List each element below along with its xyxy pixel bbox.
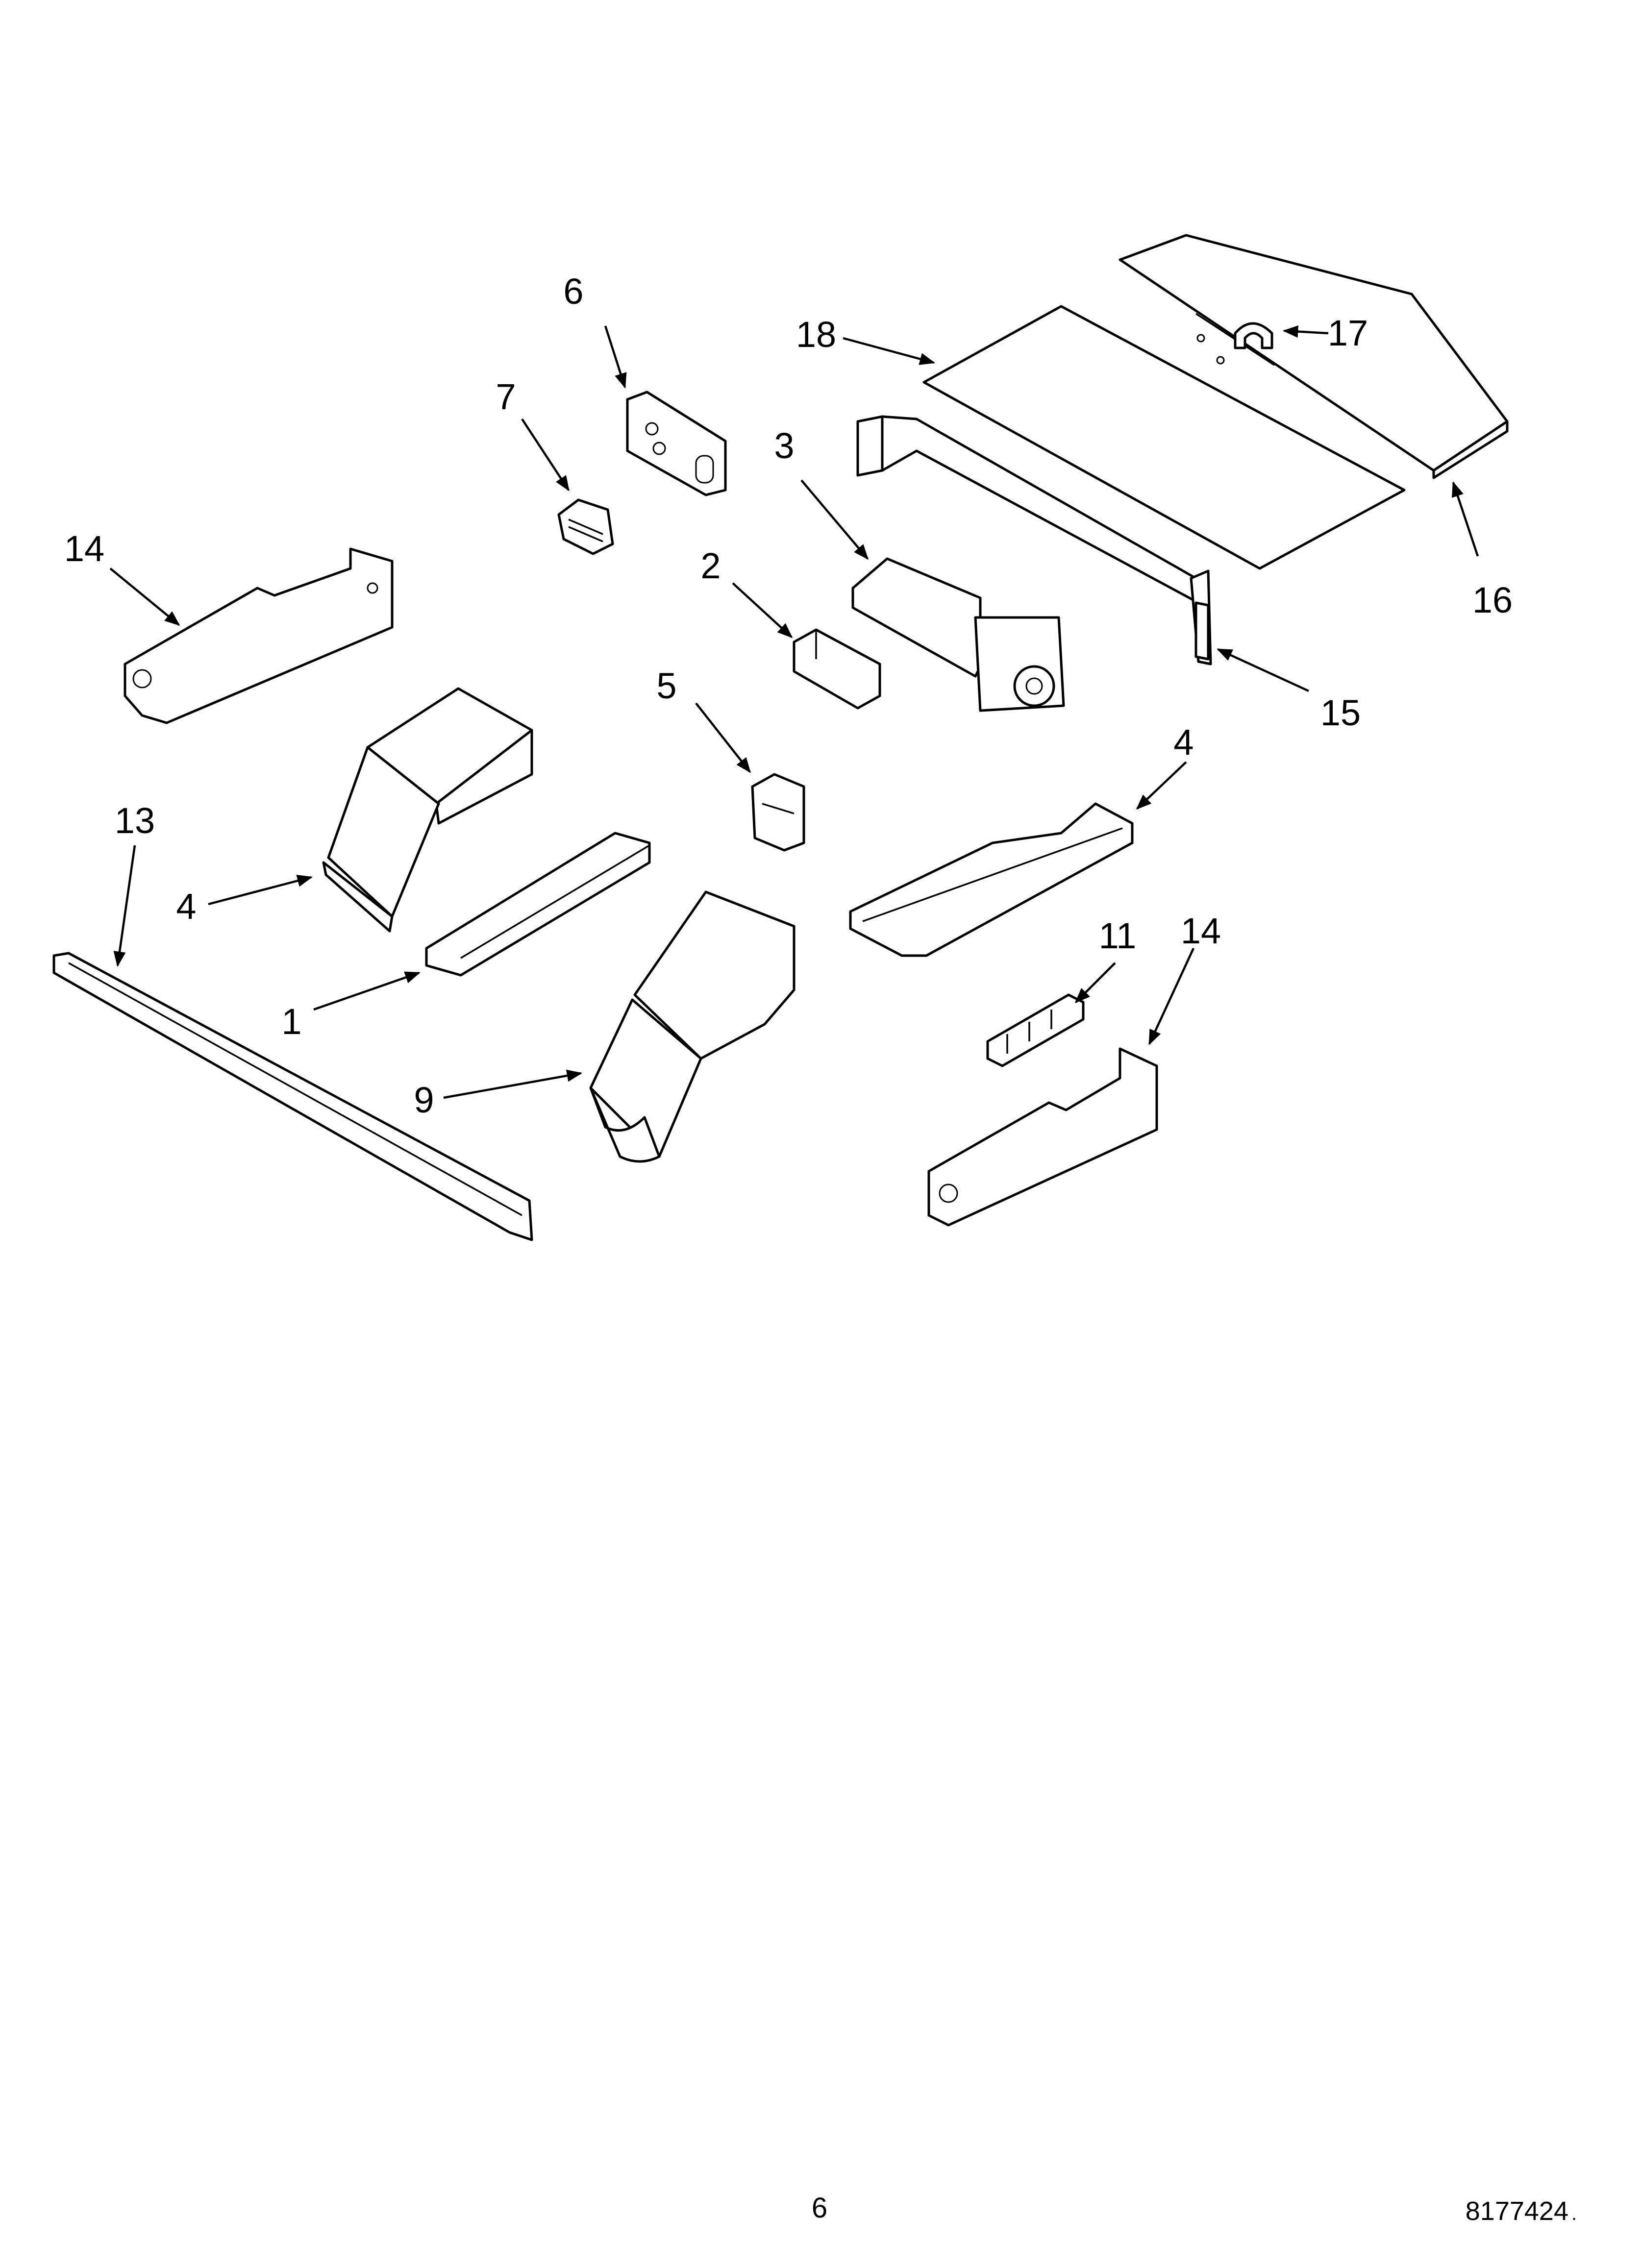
part-7-mounting-plate [849,802,1134,957]
callout-16: 16 [1472,580,1513,620]
callout-8: 9 [414,1080,434,1120]
callout-15: 15 [1320,692,1361,733]
callout-5: 5 [656,666,676,706]
leader-17 [1282,325,1329,338]
callout-14-right: 14 [1181,911,1221,951]
leader-7 [1136,761,1187,810]
callout-1: 1 [281,1001,301,1042]
callout-4-label: 4 [176,886,196,927]
part-4-duct-hood [322,687,533,933]
callout-18: 18 [796,314,836,355]
part-15-channel-rail [856,415,1212,666]
leader-11 [1074,962,1116,1004]
leader-lines [109,325,1479,1099]
callout-labels: 6 7 18 17 3 14 2 16 15 5 4 13 1 4 11 14 … [64,271,1513,1120]
leader-2 [732,582,793,639]
leader-9 [521,418,570,492]
leader-5 [695,702,751,773]
callout-2: 2 [700,545,721,586]
part-5-switch [751,773,805,852]
callout-6: 6 [563,271,583,312]
callout-9: 7 [496,376,516,417]
leader-14-right [1148,948,1195,1045]
part-17-clip [1234,322,1273,349]
callout-14-left: 14 [64,528,104,569]
leader-14-left [109,567,180,626]
leader-13 [113,845,136,967]
part-13-front-trim [52,952,533,1241]
part-8-duct-liner [589,890,796,1163]
document-number-suffix: . [1571,2203,1577,2224]
leader-16 [1452,481,1479,557]
callout-3: 3 [774,425,794,466]
part-3-control-assembly [851,557,1065,712]
callout-7: 4 [1173,722,1193,763]
document-number: 8177424 [1466,2196,1568,2226]
part-11-terminal-strip [986,993,1085,1067]
leader-8 [443,1069,583,1099]
part-1-vent-channel [425,832,651,977]
part-18-top-shield [922,305,1406,570]
leader-3 [800,479,869,560]
leader-18 [843,337,936,365]
part-2-terminal-block [793,628,881,710]
part-6-bracket-plate [626,391,727,496]
leader-6 [604,325,627,389]
callout-13: 13 [115,800,155,841]
leader-4 [208,874,313,906]
page-number: 6 [812,2192,827,2224]
part-9-transformer [557,498,614,555]
leader-15 [1217,648,1309,692]
callout-11: 11 [1099,915,1137,956]
part-16-rear-panel [1119,234,1509,479]
part-14-side-bracket-right [927,1047,1158,1227]
part-14-side-bracket-left [124,547,394,724]
callout-17: 17 [1328,313,1368,353]
leader-1 [313,971,421,1011]
